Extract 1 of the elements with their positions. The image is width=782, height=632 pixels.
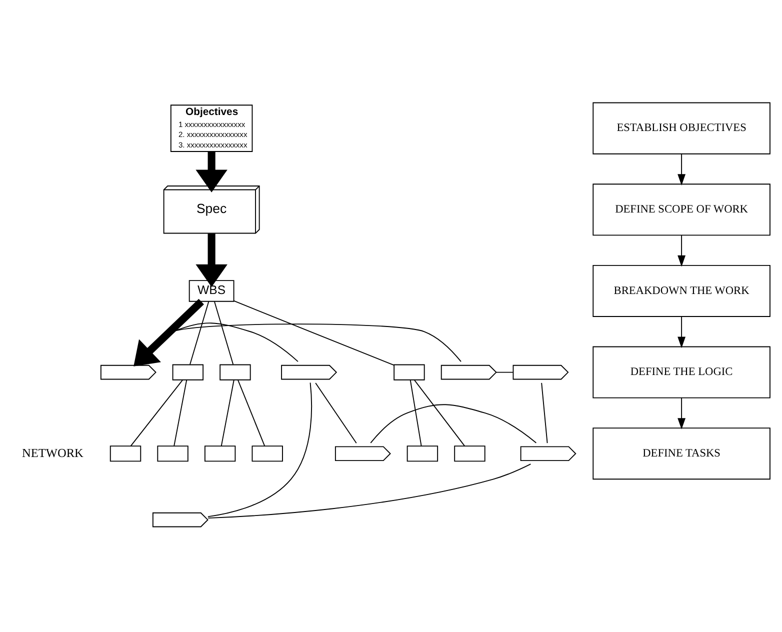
label: NETWORK bbox=[22, 445, 84, 460]
